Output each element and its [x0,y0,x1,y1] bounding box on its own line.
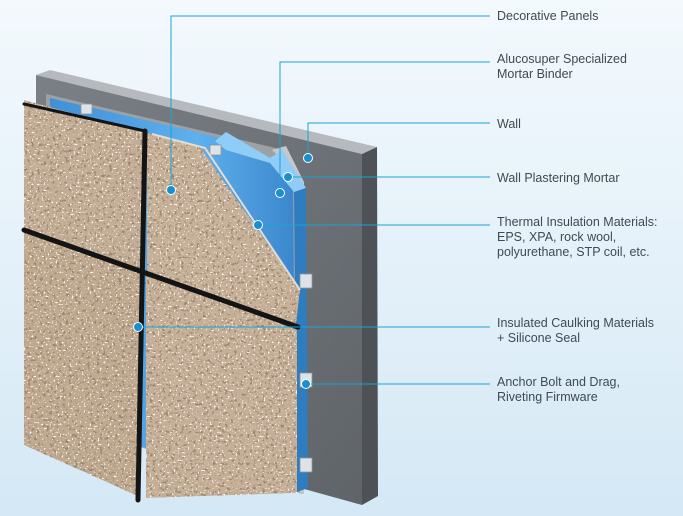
label-wall-plastering-mortar: Wall Plastering Mortar [497,171,620,185]
marker-insulation [253,220,263,230]
marker-mortar-binder [275,188,285,198]
label-thermal-insulation: Thermal Insulation Materials: EPS, XPA, … [497,215,658,259]
decorative-stone-panels [24,100,301,498]
leader-lines [138,15,490,385]
marker-wall [303,153,313,163]
label-caulking-materials: Insulated Caulking Materials + Silicone … [497,316,655,345]
label-mortar-binder: Alucosuper Specialized Mortar Binder [497,52,627,78]
marker-decorative-panels [166,185,176,195]
leader-line-wall [307,122,490,158]
label-wall: Wall [497,117,521,131]
caulking-joints [21,102,301,503]
marker-plastering-mortar [283,172,293,182]
leader-line-mortar-binder [279,61,490,193]
marker-caulking [133,322,143,332]
label-decorative-panels: Decorative Panels [497,9,599,23]
marker-anchor [301,379,311,389]
label-anchor-bolt: Anchor Bolt and Drag, Riveting Firmware [497,375,620,404]
callout-markers [133,153,313,389]
leader-line-decorative-panels [170,15,490,190]
